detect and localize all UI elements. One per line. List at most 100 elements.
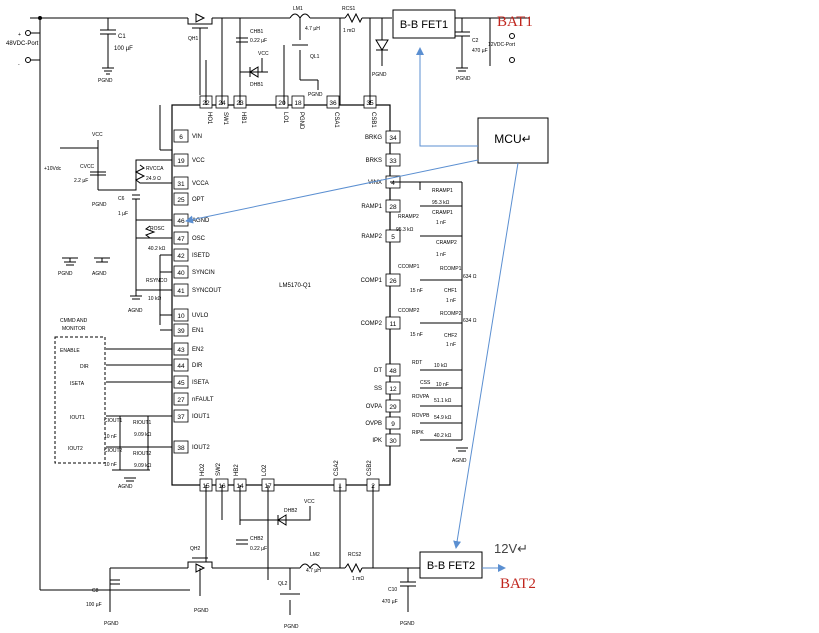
pgnd-d: PGND	[372, 72, 387, 78]
pin-number: 18	[294, 100, 302, 107]
rramp2-value: 95.3 kΩ	[396, 227, 414, 233]
qh1-label: QH1	[188, 36, 199, 42]
agnd-iout: AGND	[118, 484, 133, 490]
pin-box	[275, 95, 289, 109]
pin-label: VINX	[368, 180, 382, 186]
qh1-mosfet	[187, 13, 213, 40]
rdt-value: 10 kΩ	[434, 363, 447, 369]
c2-label: C2	[472, 38, 479, 44]
rramp1-label: RRAMP1	[432, 188, 453, 194]
mcu-box	[477, 117, 549, 164]
pin-number: 30	[389, 438, 397, 445]
pin-number: 10	[177, 313, 185, 320]
pin-label: HB2	[234, 464, 240, 476]
pin-number: 27	[177, 397, 185, 404]
cvcc-value: 2.2 µF	[74, 178, 88, 184]
pin-box	[385, 229, 401, 243]
rcomp1-value: 634 Ω	[463, 274, 477, 280]
arrow-mcu-fet1	[416, 47, 478, 147]
pin-box	[173, 342, 189, 356]
pin-number: 5	[391, 234, 395, 241]
qh2-label: QH2	[190, 546, 201, 552]
pin-label: HB1	[240, 112, 246, 124]
pin-label: ISETD	[192, 253, 210, 259]
ccomp2-value: 15 nF	[410, 332, 423, 338]
agnd-left: AGND	[128, 308, 143, 314]
pin-label: OSC	[192, 236, 206, 242]
iout2-label: IOUT2	[68, 446, 83, 452]
pin-label: SW1	[222, 112, 228, 126]
pin-box	[173, 231, 189, 245]
agnd-legend: AGND	[92, 271, 107, 277]
pin-box	[385, 381, 401, 395]
arrow-mcu-agnd	[185, 159, 479, 224]
pin-label: CSA2	[334, 460, 340, 476]
cvcc-label: CVCC	[80, 164, 95, 170]
pin-box	[385, 363, 401, 377]
pin-number: 11	[390, 321, 397, 328]
pin-number: 19	[177, 158, 185, 165]
ciout1-value: 10 nF	[104, 434, 117, 440]
cramp2-label: CRAMP2	[436, 240, 457, 246]
pin-box	[385, 130, 401, 144]
ripk-value: 40.2 kΩ	[434, 433, 452, 439]
c8-label: C8	[92, 588, 99, 594]
rsync-value: 10 kΩ	[148, 296, 161, 302]
pin-label: nFAULT	[192, 397, 214, 403]
pin-box	[173, 323, 189, 337]
css-label: CSS	[420, 380, 431, 386]
pin-box	[385, 153, 401, 167]
rcomp2-value: 634 Ω	[463, 318, 477, 324]
pin-box	[173, 409, 189, 423]
pin-number: 42	[177, 253, 185, 260]
cramp1-value: 1 nF	[436, 220, 446, 226]
chf2-value: 1 nF	[446, 342, 456, 348]
c10-label: C10	[388, 587, 397, 593]
pin-number: 26	[389, 278, 397, 285]
pin-label: VCC	[192, 158, 205, 164]
fet2-label: B-B FET2	[427, 560, 475, 572]
monitor-title-2: MONITOR	[62, 326, 86, 332]
pin-number: 33	[389, 158, 397, 165]
pin-box	[173, 176, 189, 190]
pin-number: 41	[177, 288, 185, 295]
arrow-mcu-fet2	[453, 162, 519, 549]
pin-number: 12	[389, 386, 397, 393]
cramp2-value: 1 nF	[436, 252, 446, 258]
pin-label: EN2	[192, 347, 204, 353]
pin-box	[385, 416, 401, 430]
pin-label: IOUT2	[192, 445, 210, 451]
pin-label: SYNCOUT	[192, 288, 222, 294]
riout1-value: 9.09 kΩ	[134, 432, 152, 438]
ic-name: LM5170-Q1	[279, 283, 311, 289]
pin-label: PGND	[298, 112, 304, 130]
pin-label: SYNCIN	[192, 270, 215, 276]
c2-value: 470 µF	[472, 48, 488, 54]
lm2-value: 4.7 µH	[306, 568, 321, 574]
pin-label: OVPB	[365, 421, 382, 427]
pin-box	[173, 192, 189, 206]
pin-number: 31	[177, 181, 185, 188]
pin-number: 34	[389, 135, 397, 142]
lm1-label: LM1	[293, 6, 303, 12]
riout2-label: RIOUT2	[133, 451, 152, 457]
pin-box	[173, 308, 189, 322]
pin-label: HO1	[206, 112, 212, 125]
pin-label: CSB2	[367, 460, 373, 476]
dir-label: DIR	[80, 364, 89, 370]
c6-label: C6	[118, 196, 125, 202]
right-pins: 34BRKG33BRKS4VINX28RAMP15RAMP226COMP111C…	[361, 130, 401, 447]
pin-label: IOUT1	[192, 414, 210, 420]
pin-label: DT	[374, 368, 382, 374]
pin-number: 39	[177, 328, 185, 335]
pin-box	[173, 283, 189, 297]
pgnd-c1: PGND	[98, 78, 113, 84]
monitor-title-1: CMMD AND	[60, 318, 88, 324]
ripk-label: RIPK	[412, 430, 424, 436]
rcomp2-label: RCOMP2	[440, 311, 462, 317]
pgnd-ql1: PGND	[308, 92, 323, 98]
pin-number: 9	[391, 421, 395, 428]
pin-box	[173, 358, 189, 372]
riout1-label: RIOUT1	[133, 420, 152, 426]
